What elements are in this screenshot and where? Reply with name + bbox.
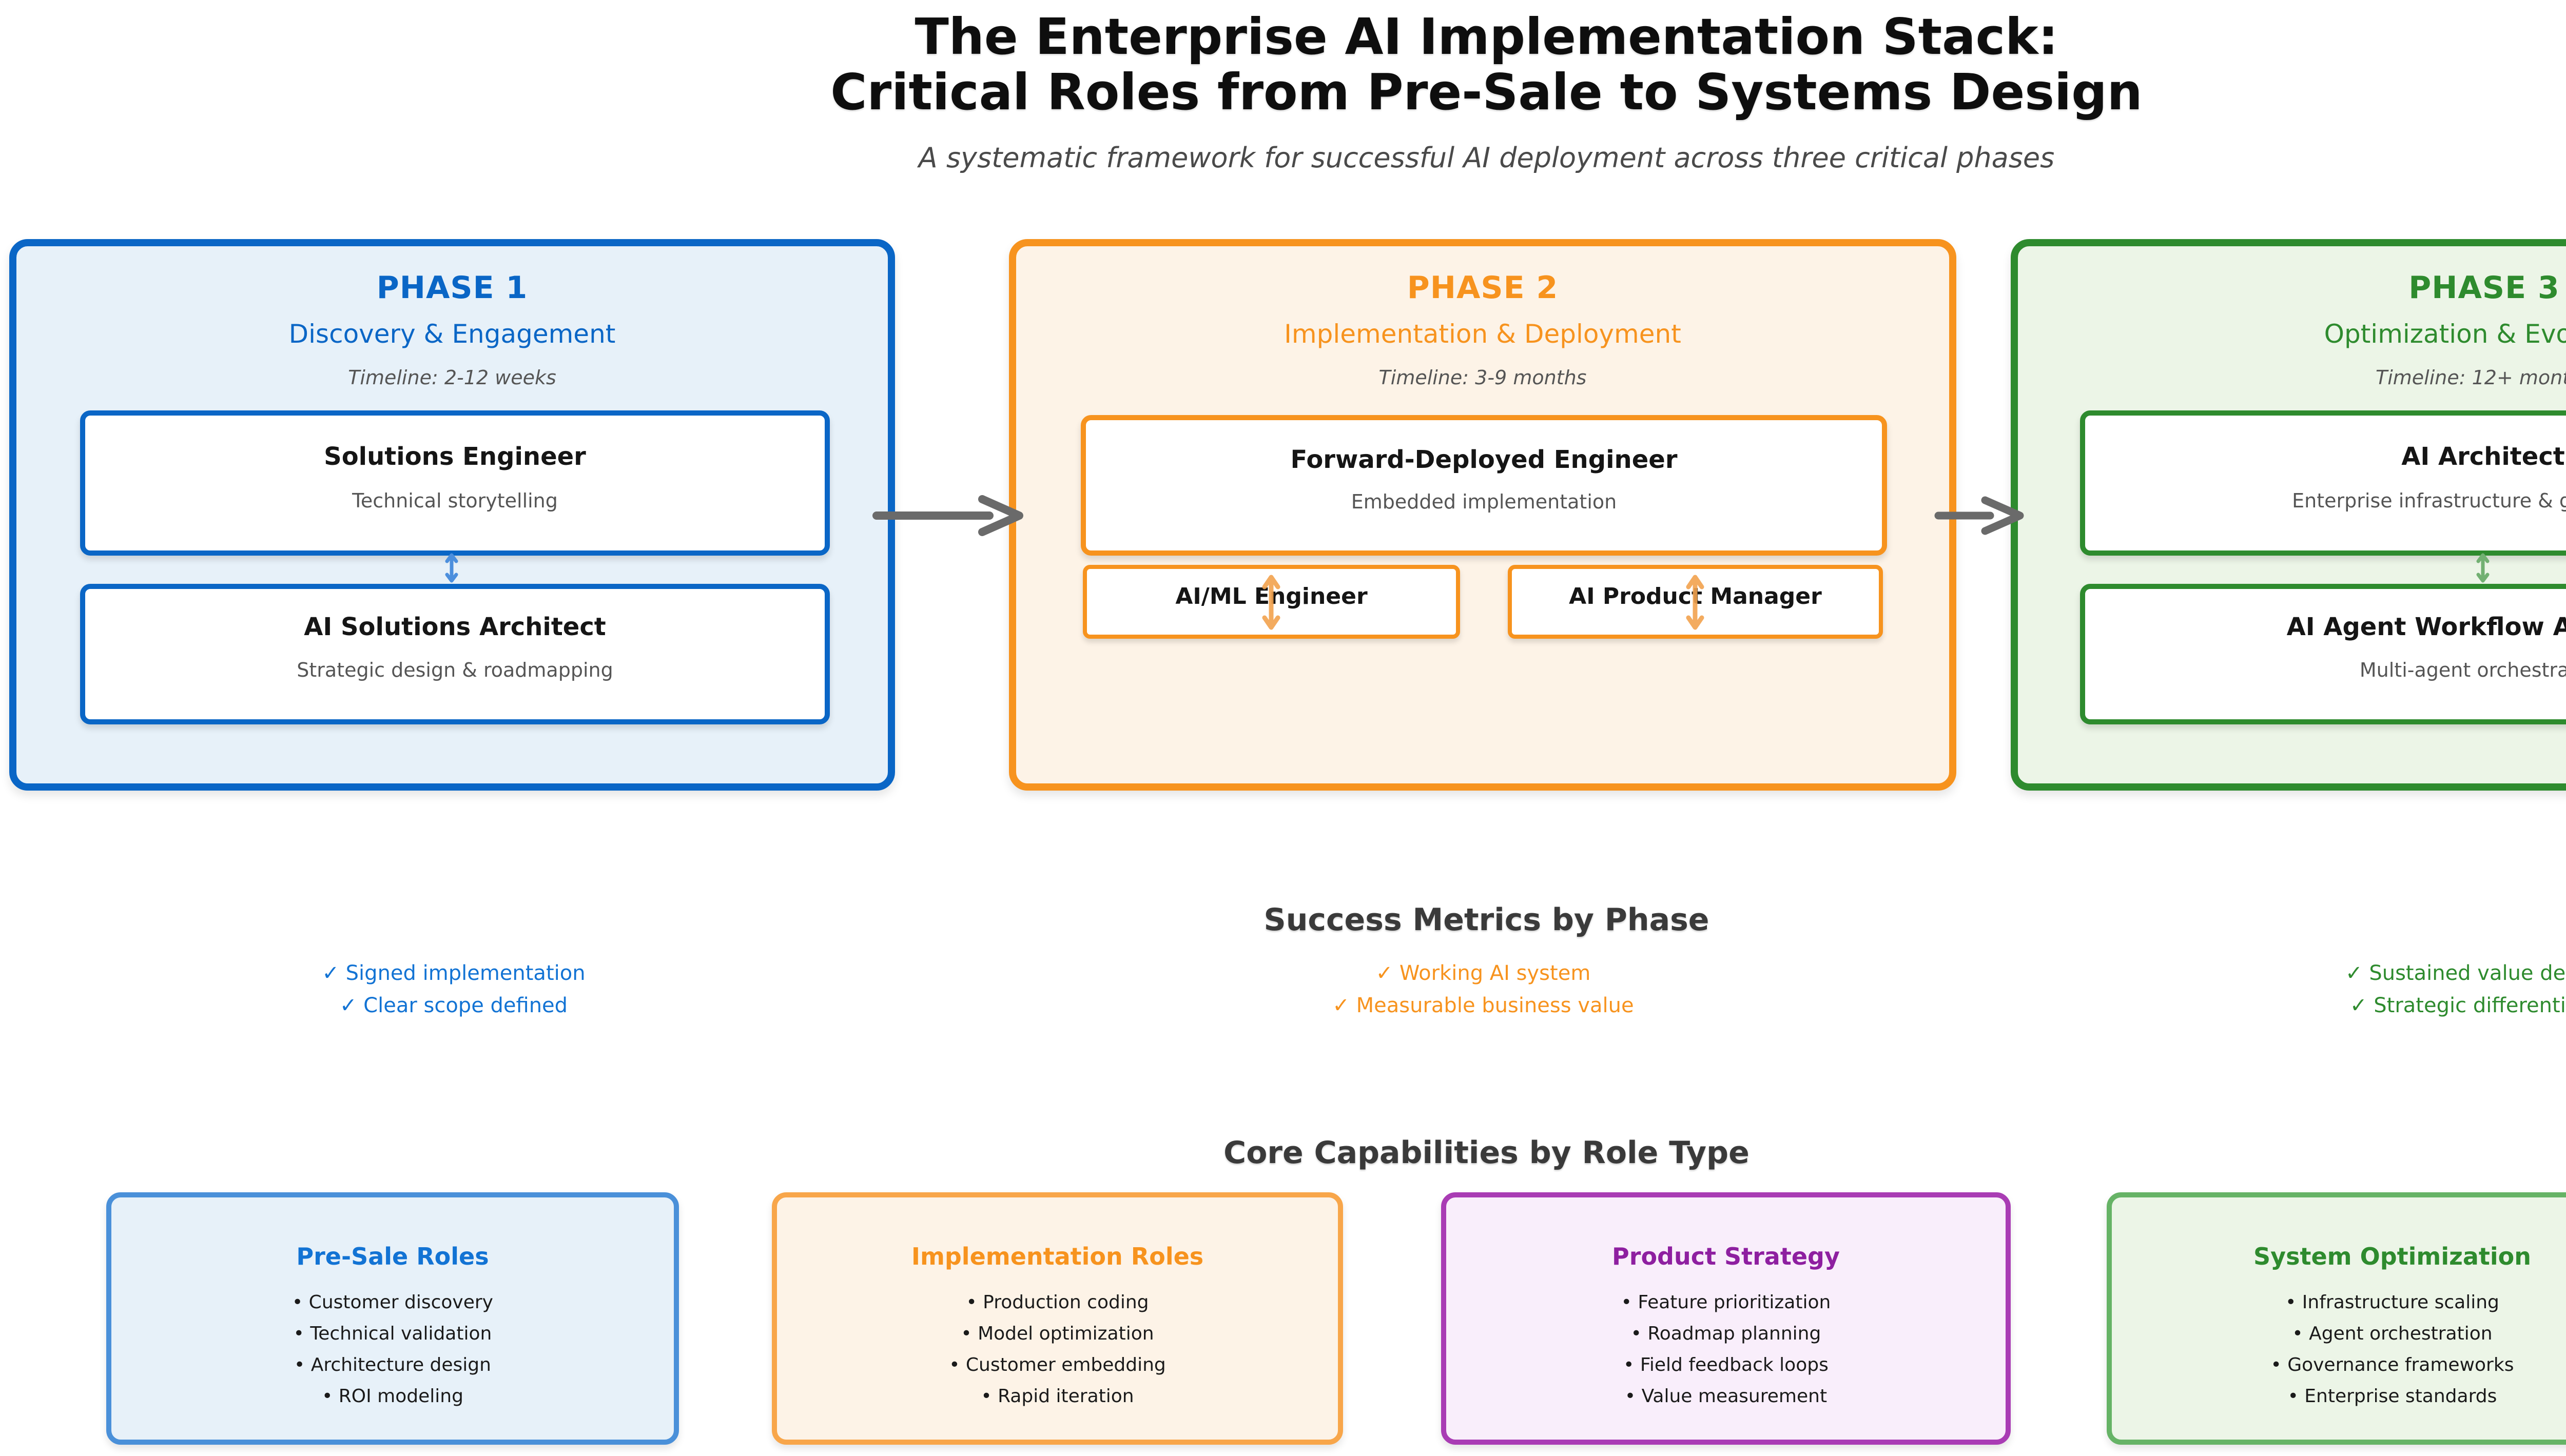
card-item: • Infrastructure scaling [2285,1292,2499,1313]
card-title: Pre-Sale Roles [296,1243,489,1270]
phase3-role-link-double-arrow-icon [2476,553,2490,583]
card-item: • ROI modeling [322,1386,463,1407]
card-item: • Model optimization [961,1323,1154,1344]
role-subtitle: Strategic design & roadmapping [297,659,613,681]
phase1-container: PHASE 1 Discovery & Engagement Timeline:… [9,239,895,791]
card-item: • Architecture design [294,1354,491,1375]
role-title: AI Solutions Architect [304,613,606,641]
card-item: • Customer embedding [949,1354,1166,1375]
phase2-label: PHASE 2 [1407,270,1559,306]
role-title: AI Agent Workflow Architect [2286,613,2566,641]
role-title: Solutions Engineer [324,442,586,471]
card-items: • Production coding • Model optimization… [777,1287,1338,1412]
phase1-label: PHASE 1 [376,270,528,306]
card-item: • Enterprise standards [2287,1386,2497,1407]
phase1-timeline: Timeline: 2-12 weeks [348,366,556,389]
card-items: • Feature prioritization • Roadmap plann… [1446,1287,2006,1412]
card-item: • Value measurement [1624,1386,1828,1407]
card-item: • Governance frameworks [2270,1354,2514,1375]
role-box-ai-agent-workflow-architect: AI Agent Workflow Architect Multi-agent … [2080,584,2566,724]
card-item: • Customer discovery [292,1292,493,1313]
metric-item: ✓ Measurable business value [1332,994,1634,1017]
phase2-metrics: ✓ Working AI system ✓ Measurable busines… [1175,957,1791,1022]
capability-card-implementation-roles: Implementation Roles • Production coding… [772,1192,1343,1445]
role-box-forward-deployed-engineer: Forward-Deployed Engineer Embedded imple… [1081,415,1887,556]
role-subtitle: Multi-agent orchestration [2359,659,2566,681]
success-metrics-heading: Success Metrics by Phase [1263,902,1709,938]
card-title: Product Strategy [1612,1243,1840,1270]
phase2-name: Implementation & Deployment [1284,319,1681,349]
role-subtitle: Technical storytelling [352,489,558,512]
capability-card-product-strategy: Product Strategy • Feature prioritizatio… [1441,1192,2011,1445]
metric-item: ✓ Clear scope defined [339,994,568,1017]
card-items: • Customer discovery • Technical validat… [111,1287,674,1412]
metric-item: ✓ Signed implementation [322,961,586,985]
phase1-metrics: ✓ Signed implementation ✓ Clear scope de… [146,957,762,1022]
phase3-metrics: ✓ Sustained value delivery ✓ Strategic d… [2176,957,2566,1022]
page-subtitle: A systematic framework for successful AI… [918,142,2055,174]
metric-item: ✓ Sustained value delivery [2345,961,2566,985]
card-title: System Optimization [2253,1243,2532,1270]
card-item: • Agent orchestration [2292,1323,2493,1344]
capability-card-system-optimization: System Optimization • Infrastructure sca… [2107,1192,2566,1445]
subrole-link-double-arrow-icon [1262,575,1280,630]
phase2-timeline: Timeline: 3-9 months [1378,366,1587,389]
phase3-timeline: Timeline: 12+ months [2375,366,2566,389]
phase3-label: PHASE 3 [2408,270,2560,306]
role-subtitle: Enterprise infrastructure & governance [2292,489,2566,512]
page-title-line1: The Enterprise AI Implementation Stack: [915,8,2058,66]
capabilities-heading: Core Capabilities by Role Type [1223,1135,1749,1171]
phase2-to-phase3-arrow-icon [1934,496,2024,535]
metric-item: ✓ Working AI system [1375,961,1591,985]
phase1-name: Discovery & Engagement [288,319,616,349]
page-title-line2: Critical Roles from Pre-Sale to Systems … [830,63,2143,121]
card-item: • Technical validation [293,1323,492,1344]
phase2-container: PHASE 2 Implementation & Deployment Time… [1009,239,1956,791]
role-title: AI Architect [2401,442,2565,471]
card-item: • Roadmap planning [1630,1323,1821,1344]
phase1-to-phase2-arrow-icon [872,495,1023,536]
card-title: Implementation Roles [911,1243,1204,1270]
role-box-ai-solutions-architect: AI Solutions Architect Strategic design … [80,584,830,724]
card-items: • Infrastructure scaling • Agent orchest… [2112,1287,2566,1412]
phase1-role-link-double-arrow-icon [445,553,458,583]
metric-item: ✓ Strategic differentiation [2350,994,2566,1017]
card-item: • Production coding [966,1292,1149,1313]
card-item: • Field feedback loops [1623,1354,1829,1375]
card-item: • Rapid iteration [981,1386,1134,1407]
role-box-solutions-engineer: Solutions Engineer Technical storytellin… [80,410,830,556]
role-box-ai-architect: AI Architect Enterprise infrastructure &… [2080,410,2566,556]
page-title: The Enterprise AI Implementation Stack: … [0,9,2566,120]
phase3-container: PHASE 3 Optimization & Evolution Timelin… [2011,239,2566,791]
role-subtitle: Embedded implementation [1351,490,1617,513]
phase3-name: Optimization & Evolution [2324,319,2566,349]
role-title: Forward-Deployed Engineer [1290,445,1678,474]
card-item: • Feature prioritization [1621,1292,1831,1313]
subrole-link-double-arrow-icon [1686,575,1704,630]
capability-card-pre-sale-roles: Pre-Sale Roles • Customer discovery • Te… [106,1192,679,1445]
